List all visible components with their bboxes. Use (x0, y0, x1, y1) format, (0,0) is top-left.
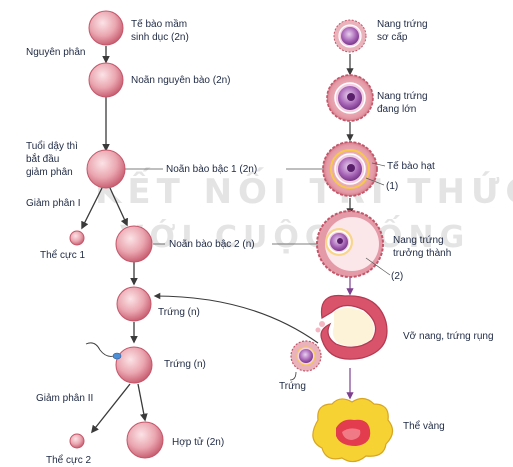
label-oogonium: Noãn nguyên bào (2n) (131, 75, 231, 86)
label-released-egg: Trứng (279, 381, 306, 392)
watermark-line-2: VỚI CUỘC SỐNG (120, 220, 471, 255)
zygote-cell (126, 421, 164, 459)
label-marker-1: (1) (386, 181, 399, 192)
polar-body-1 (69, 230, 85, 246)
primary-follicle (333, 19, 367, 53)
label-marker-2: (2) (391, 271, 404, 282)
germ-cell (88, 10, 124, 46)
corpus-luteum (312, 397, 394, 463)
arrow-egg2-to-polar2 (91, 383, 131, 434)
secondary-oocyte-cell (115, 225, 153, 263)
label-primary-follicle: Nang trứng sơ cấp (377, 19, 428, 43)
released-egg (290, 340, 322, 372)
label-polar-body-1: Thể cực 1 (40, 250, 86, 261)
polar-body-2 (69, 433, 85, 449)
egg-cell-1 (116, 286, 152, 322)
egg-cell-2 (115, 346, 153, 384)
granulosa-follicle (322, 141, 378, 197)
mature-follicle (316, 210, 384, 278)
arrow-primary-to-polar1 (81, 187, 103, 230)
watermark-line-1: KẾT NỐI TRI THỨC (95, 172, 513, 212)
label-mature-follicle: Nang trứng trưởng thành (393, 235, 452, 259)
growing-follicle (326, 74, 374, 122)
primary-oocyte-cell (86, 149, 126, 189)
label-puberty-meiosis: Tuổi dậy thì bắt đầu giảm phân (26, 141, 78, 178)
label-granulosa-cell: Tế bào hạt (387, 161, 435, 172)
pointer-granulosa (371, 162, 386, 167)
label-ovulation: Vỡ nang, trứng rụng (403, 331, 494, 342)
label-polar-body-2: Thể cực 2 (46, 455, 92, 466)
label-meiosis-1: Giảm phân I (26, 198, 81, 209)
label-meiosis-2: Giảm phân II (36, 393, 94, 404)
label-corpus-luteum: Thể vàng (403, 421, 445, 432)
label-zygote: Hợp tử (2n) (172, 437, 225, 448)
pointer-marker-1 (365, 177, 385, 186)
label-mitosis: Nguyên phân (26, 47, 86, 58)
sperm-icon (85, 342, 122, 360)
arrow-ovulation-to-egg (153, 292, 319, 344)
arrow-released-to-ovulation (289, 371, 297, 381)
label-growing-follicle: Nang trứng đang lớn (377, 91, 428, 115)
label-secondary-oocyte: Noãn bào bậc 2 (n) (169, 239, 255, 250)
label-egg-1: Trứng (n) (158, 307, 200, 318)
oogonium-cell (88, 62, 124, 98)
pointer-marker-2 (365, 257, 391, 276)
label-primordial-germ-cell: Tế bào mầm sinh dục (2n) (131, 19, 189, 43)
label-primary-oocyte: Noãn bào bậc 1 (2n) (166, 164, 258, 175)
label-egg-2: Trứng (n) (164, 359, 206, 370)
arrow-primary-to-secondary (109, 187, 128, 227)
ruptured-follicle (315, 294, 388, 360)
arrow-egg2-to-zygote (137, 383, 148, 422)
